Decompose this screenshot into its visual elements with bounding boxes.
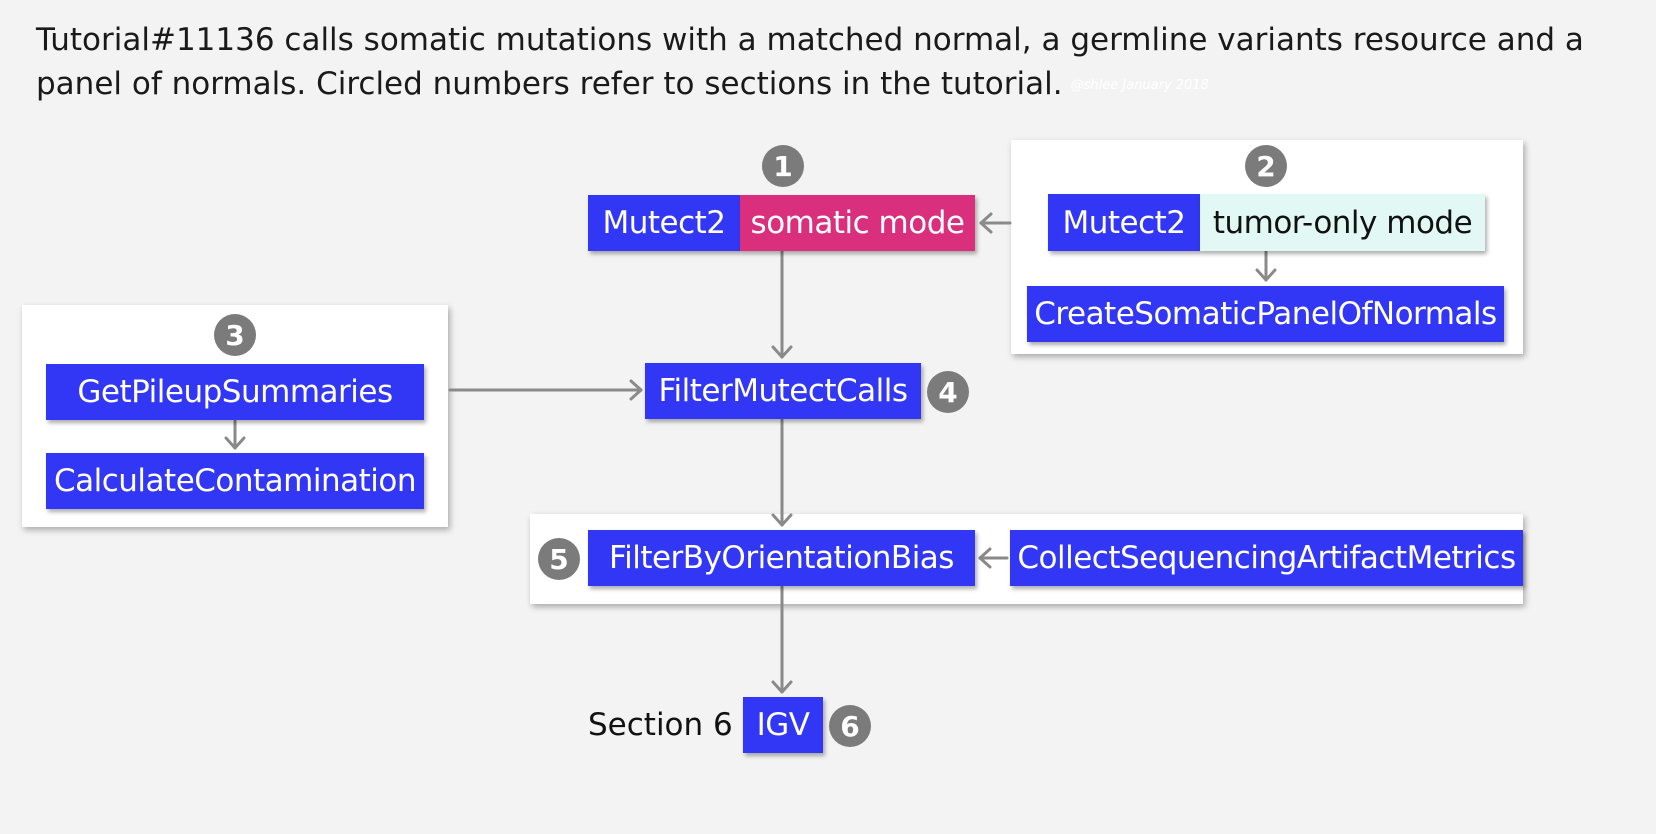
marker-2: 2 xyxy=(1245,145,1287,187)
marker-3: 3 xyxy=(214,314,256,356)
node-mutect2-somatic-tool[interactable]: Mutect2 xyxy=(588,195,740,251)
caption-text: Tutorial#11136 calls somatic mutations w… xyxy=(36,22,1584,102)
diagram-caption: Tutorial#11136 calls somatic mutations w… xyxy=(36,18,1616,108)
arrowhead-orientation-to-igv xyxy=(771,680,793,694)
section-6-label: Section 6 xyxy=(588,707,733,743)
watermark: @shlee January 2018 xyxy=(1070,77,1209,93)
node-tumor-only-mode[interactable]: tumor-only mode xyxy=(1200,194,1485,251)
arrowhead-contamination-to-filter xyxy=(629,379,643,401)
arrowhead-somatic-to-filter xyxy=(771,345,793,359)
node-mutect2-tumor-tool[interactable]: Mutect2 xyxy=(1048,194,1200,251)
marker-6: 6 xyxy=(829,705,871,747)
node-somatic-mode[interactable]: somatic mode xyxy=(740,195,975,251)
marker-5: 5 xyxy=(538,538,580,580)
node-calculate-contamination[interactable]: CalculateContamination xyxy=(46,453,424,509)
node-filter-mutect-calls[interactable]: FilterMutectCalls xyxy=(645,363,921,419)
node-get-pileup-summaries[interactable]: GetPileupSummaries xyxy=(46,364,424,420)
node-filter-by-orientation-bias[interactable]: FilterByOrientationBias xyxy=(588,530,975,586)
node-igv[interactable]: IGV xyxy=(743,697,823,753)
node-create-somatic-pon[interactable]: CreateSomaticPanelOfNormals xyxy=(1027,286,1504,342)
arrowhead-pon-to-somatic xyxy=(979,212,993,234)
node-collect-sequencing-artifact-metrics[interactable]: CollectSequencingArtifactMetrics xyxy=(1010,530,1523,586)
marker-4: 4 xyxy=(927,371,969,413)
marker-1: 1 xyxy=(762,145,804,187)
